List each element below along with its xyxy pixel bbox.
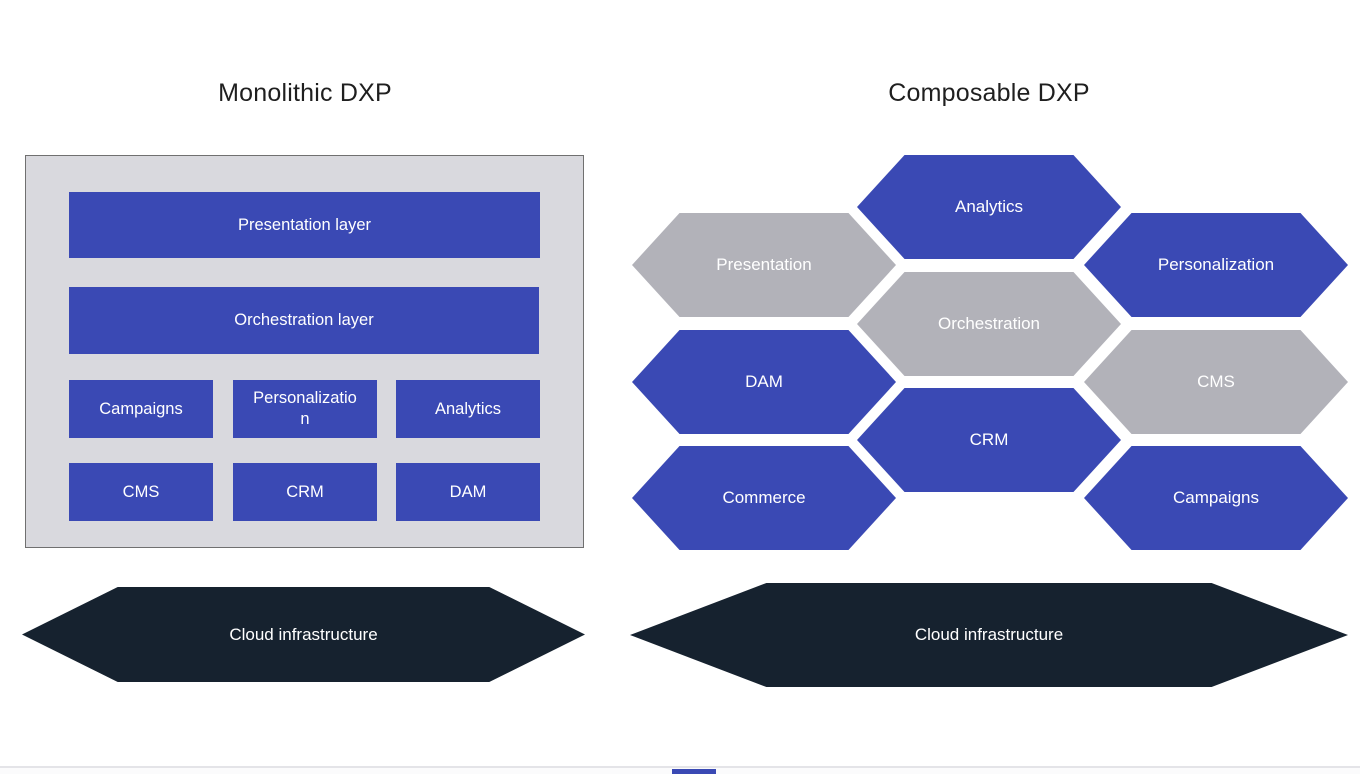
next-slide-fragment [672,769,716,774]
hexagon-analytics-label: Analytics [954,197,1024,216]
hexagon-personalization-label: Personalization [1157,255,1275,274]
hexagon-campaigns-label: Campaigns [1173,488,1259,507]
orchestration-layer-box: Orchestration layer [69,287,539,354]
hexagon-presentation: Presentation [632,213,896,317]
hexagon-dam-label: DAM [745,372,783,391]
presentation-layer-box: Presentation layer [69,192,540,258]
module-campaigns: Campaigns [69,380,213,438]
hexagon-cms: CMS [1084,330,1348,434]
monolithic-cloud-label: Cloud infrastructure [229,624,378,644]
hexagon-commerce-label: Commerce [722,488,806,507]
composable-cloud-hexagon: Cloud infrastructure [630,583,1348,687]
hexagon-crm-label: CRM [969,430,1009,449]
module-dam: DAM [396,463,540,521]
module-personalization-label: Personalization [253,389,357,428]
module-crm: CRM [233,463,377,521]
hexagon-presentation-label: Presentation [716,255,812,274]
bottom-divider-line [0,766,1360,768]
module-personalization: Personalization [233,380,377,438]
monolithic-cloud-hexagon: Cloud infrastructure [22,587,585,682]
module-analytics: Analytics [396,380,540,438]
module-cms: CMS [69,463,213,521]
hexagon-campaigns: Campaigns [1084,446,1348,550]
hexagon-analytics: Analytics [857,155,1121,259]
monolithic-title: Monolithic DXP [218,79,392,107]
hexagon-dam: DAM [632,330,896,434]
composable-title: Composable DXP [888,79,1090,107]
hexagon-orchestration: Orchestration [857,272,1121,376]
hexagon-commerce: Commerce [632,446,896,550]
hexagon-cms-label: CMS [1197,372,1235,391]
composable-cloud-label: Cloud infrastructure [914,625,1064,644]
hexagon-personalization: Personalization [1084,213,1348,317]
monolithic-container: Presentation layer Orchestration layer C… [25,155,584,548]
hexagon-orchestration-label: Orchestration [937,314,1041,333]
hexagon-crm: CRM [857,388,1121,492]
